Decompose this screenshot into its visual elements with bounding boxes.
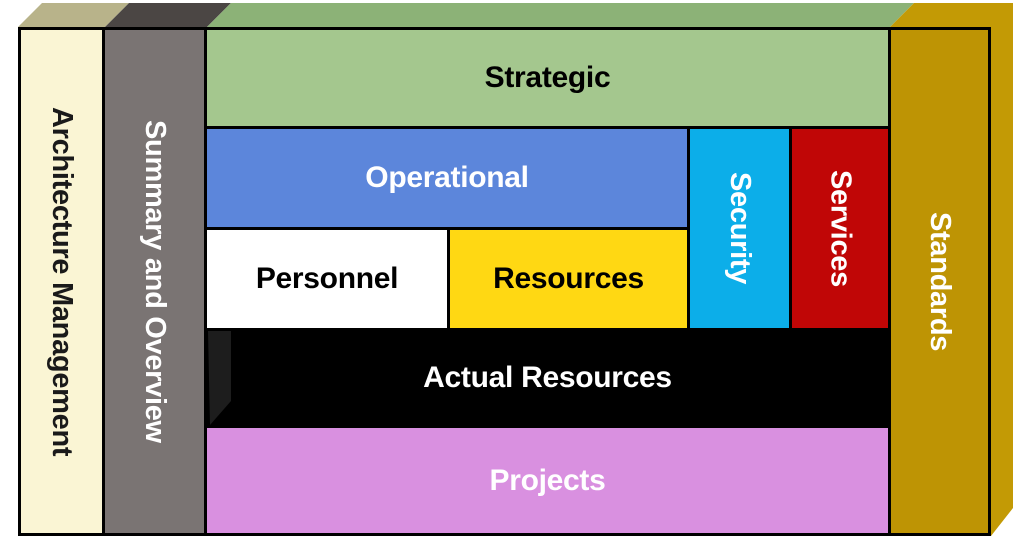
block-resources: Resources xyxy=(450,230,687,328)
top-face-summary-column xyxy=(105,3,231,27)
block-projects: Projects xyxy=(207,428,888,533)
block-standards: Standards xyxy=(891,30,988,533)
strategic-label: Strategic xyxy=(484,61,611,94)
services-label: Services xyxy=(824,170,857,287)
block-strategic: Strategic xyxy=(207,30,888,126)
block-architecture-management: Architecture Management xyxy=(21,30,102,533)
block-security: Security xyxy=(690,129,789,328)
standards-label: Standards xyxy=(924,211,956,352)
personnel-label: Personnel xyxy=(255,262,399,295)
summary-and-overview-label: Summary and Overview xyxy=(139,120,171,443)
security-label: Security xyxy=(724,172,756,285)
resources-label: Resources xyxy=(493,262,644,295)
operational-label: Operational xyxy=(365,161,529,194)
block-operational: Operational xyxy=(207,129,687,227)
block-personnel: Personnel xyxy=(207,230,447,328)
actual-resources-3d-bevel xyxy=(208,331,231,425)
cube-front-face: Architecture Management Summary and Over… xyxy=(18,27,991,536)
actual-resources-label: Actual Resources xyxy=(423,361,672,394)
block-actual-resources: Actual Resources xyxy=(207,331,888,425)
block-summary-and-overview: Summary and Overview xyxy=(105,30,204,533)
projects-label: Projects xyxy=(489,463,606,497)
architecture-management-label: Architecture Management xyxy=(46,106,78,457)
top-face-main-area xyxy=(207,3,914,27)
block-services: Services xyxy=(792,129,888,328)
